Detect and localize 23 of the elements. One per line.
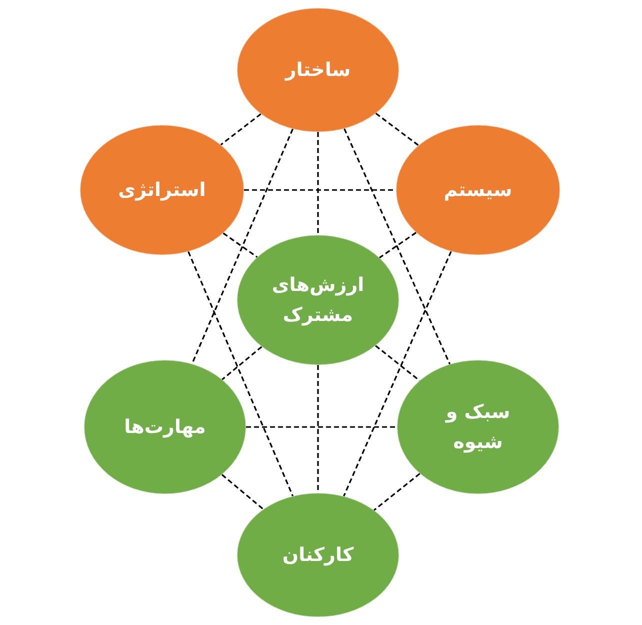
ellipse-node: کارکنان: [237, 493, 399, 617]
connector-line: [188, 251, 294, 496]
connector-line: [344, 128, 451, 364]
connector-line: [191, 128, 294, 364]
ellipse-node: سبک و شیوه: [397, 360, 559, 494]
ellipse-node: استراتژی: [80, 125, 244, 255]
connector-line: [222, 232, 258, 258]
connector-line: [317, 365, 319, 493]
connector-line: [379, 232, 416, 258]
ellipse-node: مهارت‌ها: [84, 360, 246, 494]
connector-line: [375, 345, 420, 382]
connector-line: [375, 112, 419, 146]
ellipse-node: ساختار: [237, 8, 399, 132]
connector-line: [222, 346, 262, 380]
ellipse-node: ارزش‌های مشترک: [237, 235, 399, 365]
connector-line: [374, 472, 420, 511]
connector-line: [317, 132, 319, 235]
connector-line: [244, 189, 396, 191]
ellipse-node: سیستم: [396, 125, 560, 255]
connector-line: [220, 113, 262, 146]
connector-line: [221, 474, 264, 510]
connector-line: [246, 426, 397, 428]
connector-line: [343, 251, 452, 497]
